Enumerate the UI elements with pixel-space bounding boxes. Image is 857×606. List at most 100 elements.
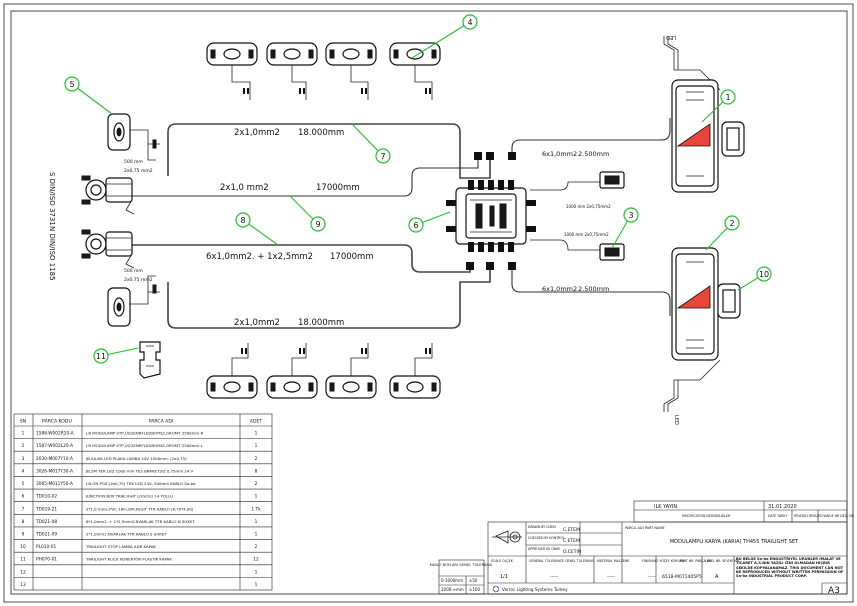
checked-by-name: C.ETEM [563,538,580,544]
parts-cell-r7-c2: 2*1,0 mm2,PVC 18m,DIK.KESIT TTR KABLO (6… [86,506,194,511]
date-label: DATE TARIH [768,514,787,518]
parts-cell-r6-c0: 6 [22,494,25,500]
callout-4: 4 [467,18,472,27]
front-position-lamp-upper [107,113,160,161]
parts-cell-r13-c0: 13 [20,582,26,588]
drawn-by-label: DRAWN BY CIZEN [528,525,556,529]
parts-cell-r2-c0: 2 [22,443,25,449]
parts-cell-r8-c1: TD021-08 [35,519,57,525]
plate-lamps [599,171,625,261]
marker-lamps-top [206,42,441,100]
callout-2: 2 [729,219,734,228]
parts-cell-r9-c2: 2*1,0mm2.NVARLAK TTR KABLO S SOKET [86,532,167,537]
tolerance-title: KABLO BOYLARI GENEL TOLERANSI [430,563,493,567]
tail-lamp-right-lower [663,247,741,412]
parts-cell-r13-c3: 1 [255,582,258,588]
cable-runs [130,118,671,329]
cable-label-bottom-length: 18.000mm [298,318,344,328]
part-number-label: PART NR. PARÇA NR. [680,559,712,563]
parts-header-3: ADET [250,419,263,425]
parts-cell-r5-c3: 2 [255,481,258,487]
parts-cell-r4-c3: 8 [255,468,258,474]
callout-10: 10 [759,270,769,279]
copyright-notice: BU BELGE Sa-ba ENDÜSTRIYEL ÜRÜNLER IMALA… [736,557,844,578]
sheet-size: A3 [828,586,840,596]
change-label: CHANGE NR DEG. NR [820,514,855,518]
general-tolerance-value: ----- [550,575,558,580]
parts-cell-r1-c0: 1 [22,431,25,437]
parts-cell-r1-c3: 1 [255,431,258,437]
parts-cell-r4-c0: 4 [22,468,25,474]
outer-frame [3,3,854,603]
parts-cell-r11-c3: 12 [253,557,259,563]
company-logo [492,585,500,593]
scale-value: 1/1 [500,574,508,580]
callout-9: 9 [315,220,320,229]
parts-cell-r3-c1: 2030-M007Y10-A [36,456,73,462]
approved-by-name: O.CETIN [563,549,581,555]
tol-range-2: 1000-∞mm [441,587,464,592]
led-label-bottom: LED [673,415,679,425]
checked-by-label: CHECKED BY KONTROL [528,536,565,540]
parts-cell-r11-c2: TRAILIGHT KLICK KONEKTÖR PLASTIK KAPAK [85,557,172,562]
cable-label-top-length: 18.000mm [298,128,344,138]
plastic-clip-cover [139,341,161,379]
junction-box [446,152,536,270]
part-number: 6518-M071405P5 [662,574,702,580]
parts-cell-r11-c1: PH070-01 [36,557,57,563]
parts-cell-r6-c1: TD010-02 [35,494,57,500]
parts-header-0: SN [20,419,26,425]
parts-cell-r12-c3: 1 [255,569,258,575]
socket-standard-n: N DIN/ISO 1185 [48,226,56,281]
tol-range-1: 0-1000mm [441,578,463,583]
parts-cell-r10-c0: 10 [20,544,26,550]
callout-7: 7 [380,152,385,161]
parts-cell-r7-c0: 7 [22,506,25,512]
parts-cell-r5-c0: 5 [22,481,25,487]
front-position-lamp-lower [107,275,160,327]
cable-label-right-bottom-length: 2.500mm [578,285,609,293]
parts-cell-r12-c0: 12 [20,569,26,575]
parts-cell-r8-c0: 8 [22,519,25,525]
parts-cell-r1-c2: J.B MODULAMP STP,ÜÇGENRFLEDBOYNZ,GROMT 2… [85,431,204,436]
revision-date: 31.01.2020 [768,504,797,510]
cable-label-upper-length: 17000mm [316,183,360,193]
cable-label-upper-spec: 2x1,0 mm2 [220,183,269,193]
projection-symbol-icon [492,530,522,544]
finishing-value: ----- [648,575,656,580]
tol-value-2: ±100 [469,587,480,592]
cable-tolerance-box: KABLO BOYLARI GENEL TOLERANSI 0-1000mm ±… [430,559,493,595]
inner-frame [10,10,848,595]
tail-lamp-right-upper [663,36,745,193]
part-name-label: PARCA ADI PART NAME [625,526,665,530]
parts-cell-r8-c2: 6*1,0mm2. + 1*2,5mm2.NVARLAK TTR KABLO N… [86,519,195,524]
tol-value-1: ±50 [469,578,478,583]
parts-cell-r3-c0: 3 [22,456,25,462]
cable-label-top-spec: 2x1,0mm2 [234,128,280,138]
marker-lamps-bottom [206,343,441,399]
parts-cell-r4-c1: 3026-M017Y30-A [36,468,73,474]
trailer-sockets [81,175,135,269]
parts-cell-r3-c2: JB.SA-BA LED PLAKA LAMBA 24V 1500mm. (2x… [85,456,187,461]
sub-label-075-bot: 2x0,75 mm2 [124,277,153,283]
parts-cell-r2-c1: 1587-W002L20-A [36,443,73,449]
title-block: ILK YAYIN 31.01.2020 MODIFICATION DEGISI… [487,500,855,596]
drawn-by-name: C.ETEM [563,527,580,533]
parts-cell-r9-c1: TD021-09 [35,532,57,538]
parts-cell-r3-c3: 2 [255,456,258,462]
company-name: Varroc Lighting Systems Turkey [502,587,568,592]
parts-cell-r2-c3: 1 [255,443,258,449]
sub-label-500-bot: 500 mm [124,268,143,274]
mod-label: MODIFICATION DEGISIKLIKLER [682,514,731,518]
parts-header-1: PARCA KODU [42,419,72,425]
parts-cell-r1-c1: 1586-W002R20-A [36,431,74,437]
callout-5: 5 [69,80,74,89]
cable-label-right-top-length: 2.500mm [578,150,609,158]
material-value: ----- [607,575,615,580]
level-label: LEVEL NR. SEVIYE NR. [705,559,740,563]
revision-title: ILK YAYIN [654,504,677,510]
revised-label: REVISED REVIZE [794,514,820,518]
callouts: 1 2 3 4 5 6 7 8 9 10 11 [64,14,772,364]
parts-cell-r10-c1: PL010-01 [36,544,56,550]
